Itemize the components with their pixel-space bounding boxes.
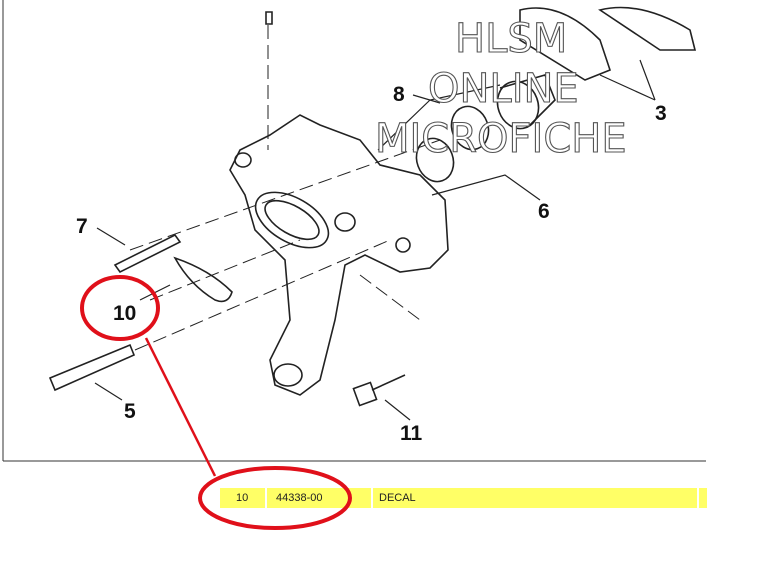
callout-6: 6 — [538, 200, 550, 223]
callout-3: 3 — [655, 102, 667, 125]
description-cell: DECAL — [373, 488, 697, 508]
callout-7: 7 — [76, 215, 88, 238]
callout-8: 8 — [393, 83, 405, 106]
red-annotation — [80, 275, 217, 477]
callout-10: 10 — [113, 302, 136, 325]
center-lines — [129, 25, 441, 351]
caliper-drawing — [48, 6, 697, 407]
ref-number-cell: 10 — [220, 488, 265, 508]
callout-5: 5 — [124, 400, 136, 423]
callout-11: 11 — [400, 422, 423, 445]
part-number-cell: 44338-00 — [267, 488, 371, 508]
parts-table-row[interactable]: 10 44338-00 DECAL — [220, 488, 709, 508]
extra-cell — [699, 488, 707, 508]
watermark-microfiche: MICROFICHE — [375, 116, 627, 162]
leader-lines — [94, 59, 656, 421]
callout-highlight-circle — [80, 275, 160, 341]
watermark-hlsm: HLSM — [455, 16, 567, 62]
watermark-online: ONLINE — [428, 66, 579, 112]
annotation-connector-line — [144, 337, 217, 477]
